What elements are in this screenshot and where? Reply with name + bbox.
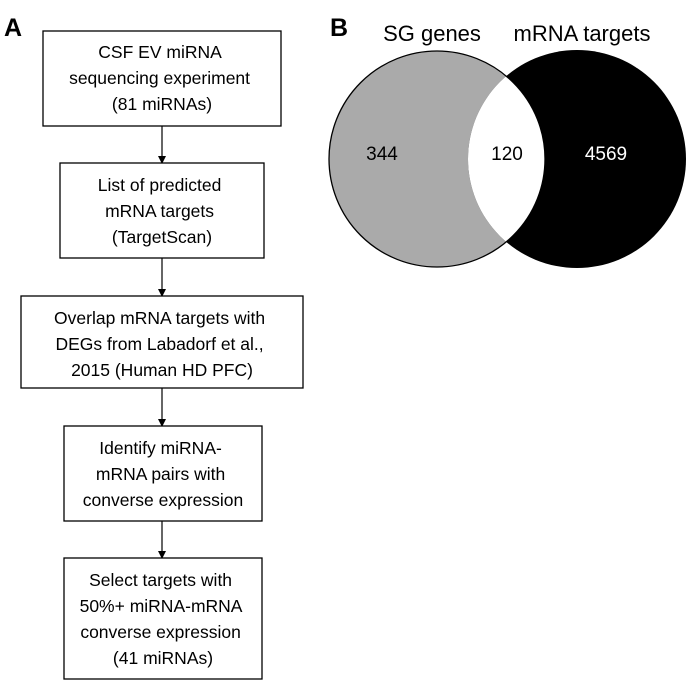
flow-step-4-box <box>63 425 263 522</box>
flow-step-5-line-2: 50%+ miRNA-mRNA <box>80 596 243 616</box>
flow-step-3-text: Overlap mRNA targets with DEGs from Laba… <box>54 308 270 380</box>
panel-a-flowchart: A CSF EV miRNA sequencing experiment (81… <box>4 14 304 680</box>
flow-step-1-box <box>42 30 282 127</box>
flow-step-3-line-1: Overlap mRNA targets with <box>54 308 265 328</box>
venn-overlap-region <box>468 51 545 267</box>
flow-step-3: Overlap mRNA targets with DEGs from Laba… <box>20 295 304 389</box>
flow-step-2-line-3: (TargetScan) <box>112 227 212 247</box>
flow-step-5: Select targets with 50%+ miRNA-mRNA conv… <box>63 557 263 680</box>
flow-step-5-line-4: (41 miRNAs) <box>113 648 213 668</box>
flow-step-3-box <box>20 295 304 389</box>
panel-b-venn: B SG genes mRNA targets 344 120 4569 <box>328 14 686 268</box>
flow-step-4-text: Identify miRNA- mRNA pairs with converse… <box>83 438 244 510</box>
venn-count-mrna-only: 4569 <box>585 144 627 165</box>
flow-step-4: Identify miRNA- mRNA pairs with converse… <box>63 425 263 522</box>
flow-step-2-line-2: mRNA targets <box>105 201 214 221</box>
venn-circle-sg-outline <box>328 50 546 268</box>
flow-step-5-box <box>63 557 263 680</box>
venn-set-1-title: SG genes <box>383 21 481 46</box>
venn-set-2-title: mRNA targets <box>514 21 651 46</box>
venn-count-overlap: 120 <box>491 144 523 165</box>
flow-step-3-line-2: DEGs from Labadorf et al., <box>55 334 263 354</box>
flow-step-2-line-1: List of predicted <box>98 175 222 195</box>
flow-step-1: CSF EV miRNA sequencing experiment (81 m… <box>42 30 282 127</box>
venn-count-sg-only: 344 <box>366 144 398 165</box>
flow-step-5-line-1: Select targets with <box>89 570 232 590</box>
flow-step-1-line-1: CSF EV miRNA <box>98 42 222 62</box>
flow-step-4-line-3: converse expression <box>83 490 244 510</box>
flow-step-2-text: List of predicted mRNA targets (TargetSc… <box>98 175 226 247</box>
panel-a-letter: A <box>4 14 22 42</box>
flow-step-5-text: Select targets with 50%+ miRNA-mRNA conv… <box>80 570 247 668</box>
flow-step-4-line-1: Identify miRNA- <box>99 438 222 458</box>
flow-step-1-line-3: (81 miRNAs) <box>112 94 212 114</box>
panel-b-letter: B <box>330 14 348 42</box>
flow-step-5-line-3: converse expression <box>80 622 241 642</box>
flow-step-3-line-3: 2015 (Human HD PFC) <box>71 360 253 380</box>
flow-step-1-text: CSF EV miRNA sequencing experiment (81 m… <box>69 42 255 114</box>
flow-step-4-line-2: mRNA pairs with <box>96 464 225 484</box>
flow-step-1-line-2: sequencing experiment <box>69 68 250 88</box>
flow-step-2: List of predicted mRNA targets (TargetSc… <box>59 162 265 259</box>
flow-step-2-box <box>59 162 265 259</box>
